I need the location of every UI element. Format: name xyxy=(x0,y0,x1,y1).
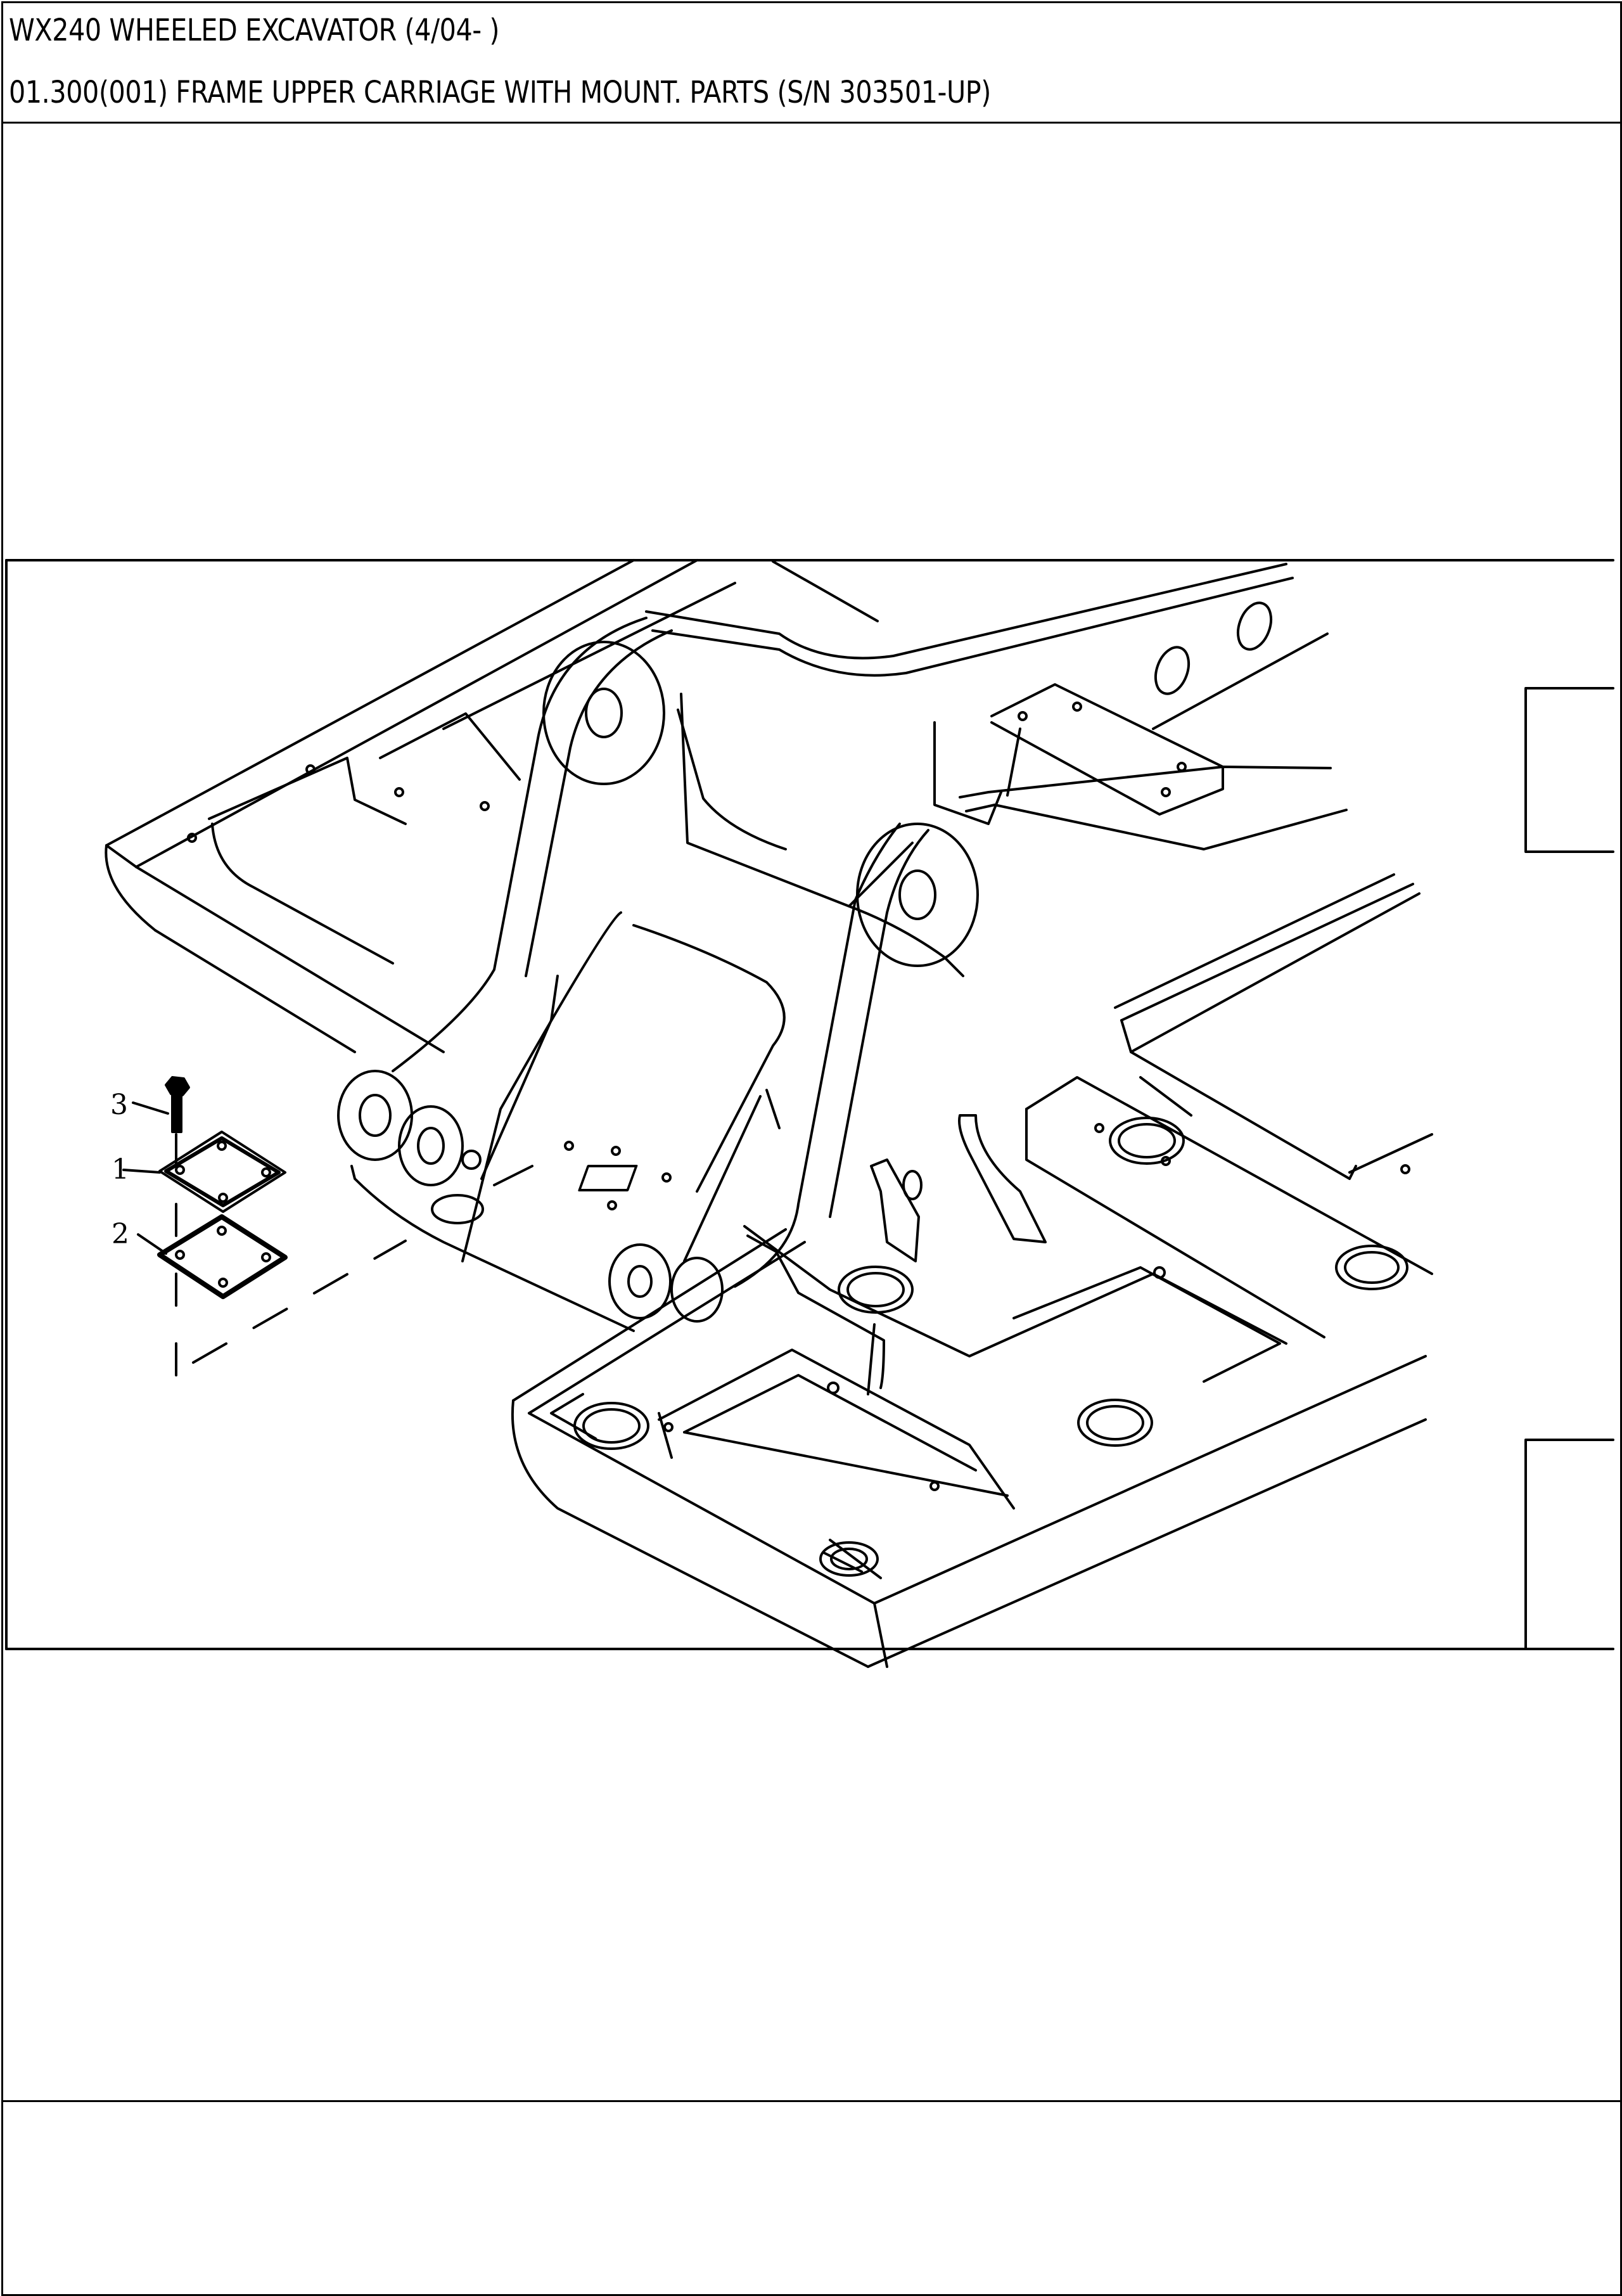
gasket-part xyxy=(157,1214,288,1299)
callout-number-3: 3 xyxy=(110,1089,128,1121)
exploded-parts xyxy=(157,1076,407,1376)
header-divider xyxy=(1,122,1621,124)
footer-divider xyxy=(1,2100,1621,2102)
top-frame-rails xyxy=(645,560,1348,850)
callout-number-1: 1 xyxy=(112,1153,129,1186)
boom-mount-a-frame xyxy=(337,617,979,1332)
leader-lines xyxy=(122,1101,169,1255)
right-deck-frame xyxy=(870,683,1433,1338)
machine-title: WX240 WHEELED EXCAVATOR (4/04- ) xyxy=(9,13,500,48)
bolt-part xyxy=(165,1076,190,1133)
callout-number-2: 2 xyxy=(112,1218,129,1250)
cover-plate-part xyxy=(158,1131,286,1213)
group-title: 01.300(001) FRAME UPPER CARRIAGE WITH MO… xyxy=(9,75,991,110)
drawing-window-frame xyxy=(5,559,1614,1650)
front-frame-rail xyxy=(511,1225,1427,1668)
left-frame-rail xyxy=(105,559,736,1053)
